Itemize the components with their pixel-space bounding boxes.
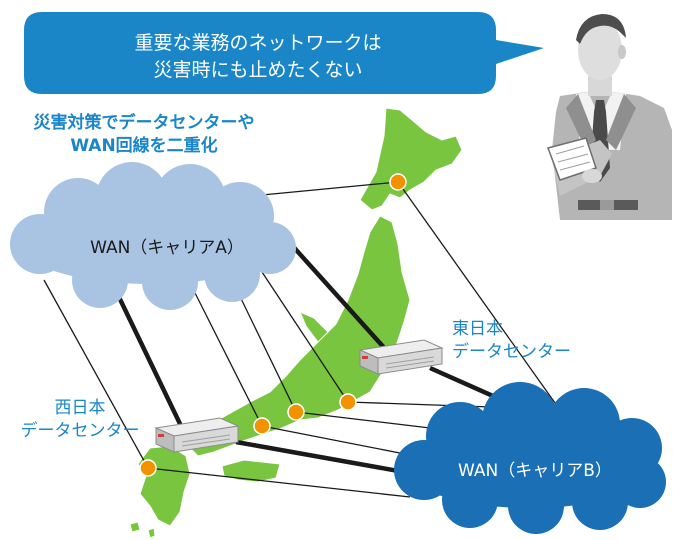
east-datacenter-line2: データセンター: [452, 342, 571, 362]
cloud-carrier-b-label: WAN（キャリアB）: [458, 461, 612, 481]
speech-bubble-line2: 災害時にも止めたくない: [153, 59, 363, 81]
strategy-label-line1: 災害対策でデータセンターや: [33, 113, 255, 133]
thin-links: [43, 181, 561, 498]
cloud-carrier-a-label: WAN（キャリアA）: [90, 238, 244, 258]
strategy-label-line2: WAN回線を二重化: [70, 136, 218, 156]
site-nagoya: [287, 403, 305, 421]
west-datacenter-line1: 西日本: [54, 398, 106, 418]
server-icon: [358, 339, 444, 375]
cloud-carrier-a: [10, 162, 296, 310]
speech-bubble: [24, 12, 544, 94]
strategy-label: 災害対策でデータセンターや WAN回線を二重化: [6, 112, 282, 158]
site-tokyo: [339, 393, 357, 411]
site-osaka: [253, 417, 271, 435]
speech-bubble-text: 重要な業務のネットワークは 災害時にも止めたくない: [120, 30, 396, 84]
west-datacenter-label: 西日本 データセンター: [0, 397, 160, 443]
site-fukuoka: [139, 459, 157, 477]
cloud-carrier-b: [394, 382, 666, 534]
server-icon: [154, 417, 240, 453]
east-datacenter-label: 東日本 データセンター: [452, 318, 571, 364]
site-markers: [139, 173, 407, 477]
speech-bubble-line1: 重要な業務のネットワークは: [134, 32, 382, 54]
west-datacenter-line2: データセンター: [20, 421, 140, 441]
site-sapporo: [389, 173, 407, 191]
businessman-icon: [547, 14, 672, 220]
east-datacenter-line1: 東日本: [452, 319, 503, 339]
